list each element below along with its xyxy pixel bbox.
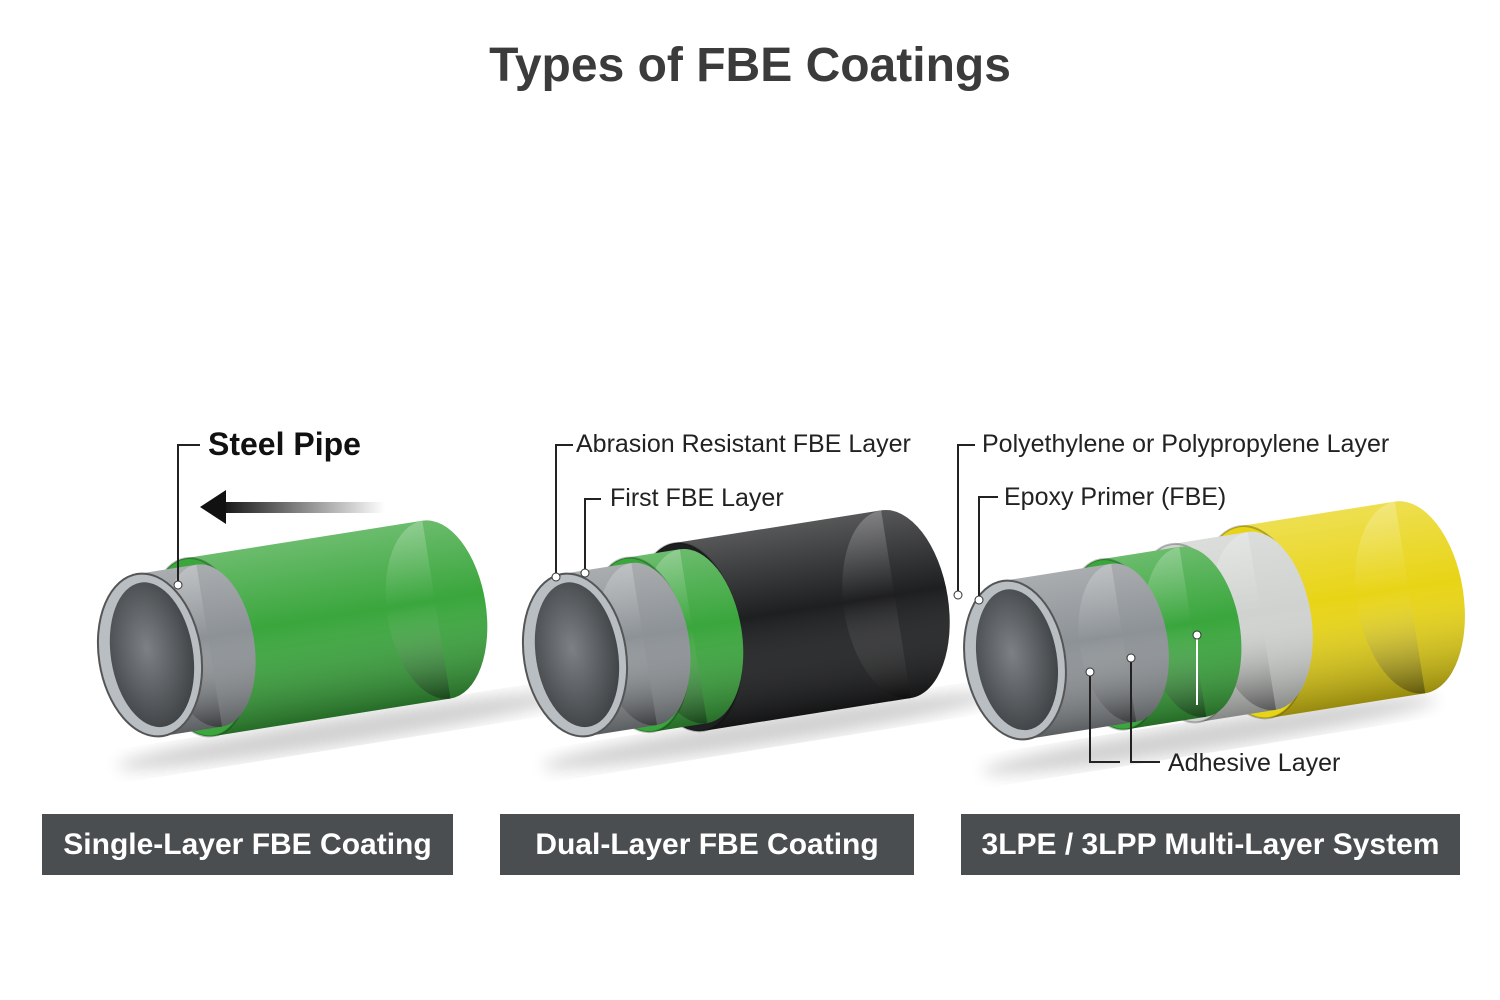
pipe-single-layer [96, 520, 572, 770]
label-epoxy-primer: Epoxy Primer (FBE) [1004, 483, 1227, 511]
leader-dots [173, 568, 1202, 677]
label-steel-pipe: Steel Pipe [208, 426, 361, 462]
page-title: Types of FBE Coatings [489, 39, 1011, 92]
label-abrasion-resistant-fbe: Abrasion Resistant FBE Layer [576, 430, 911, 458]
caption-dual-layer: Dual-Layer FBE Coating [500, 814, 914, 875]
pipe-bore [109, 582, 195, 728]
caption-multi-layer: 3LPE / 3LPP Multi-Layer System [961, 814, 1460, 875]
caption-single-layer: Single-Layer FBE Coating [42, 814, 453, 875]
pipe-multi-layer [963, 501, 1465, 775]
arrow-left-icon [200, 490, 385, 524]
leader-lines [177, 444, 1198, 763]
label-adhesive-layer: Adhesive Layer [1168, 749, 1341, 777]
pipe-bore [975, 589, 1059, 731]
label-first-fbe: First FBE Layer [610, 484, 784, 512]
pipe-bore [534, 582, 620, 728]
pipe-dual-layer [521, 509, 997, 770]
label-pe-pp-layer: Polyethylene or Polypropylene Layer [982, 430, 1390, 458]
